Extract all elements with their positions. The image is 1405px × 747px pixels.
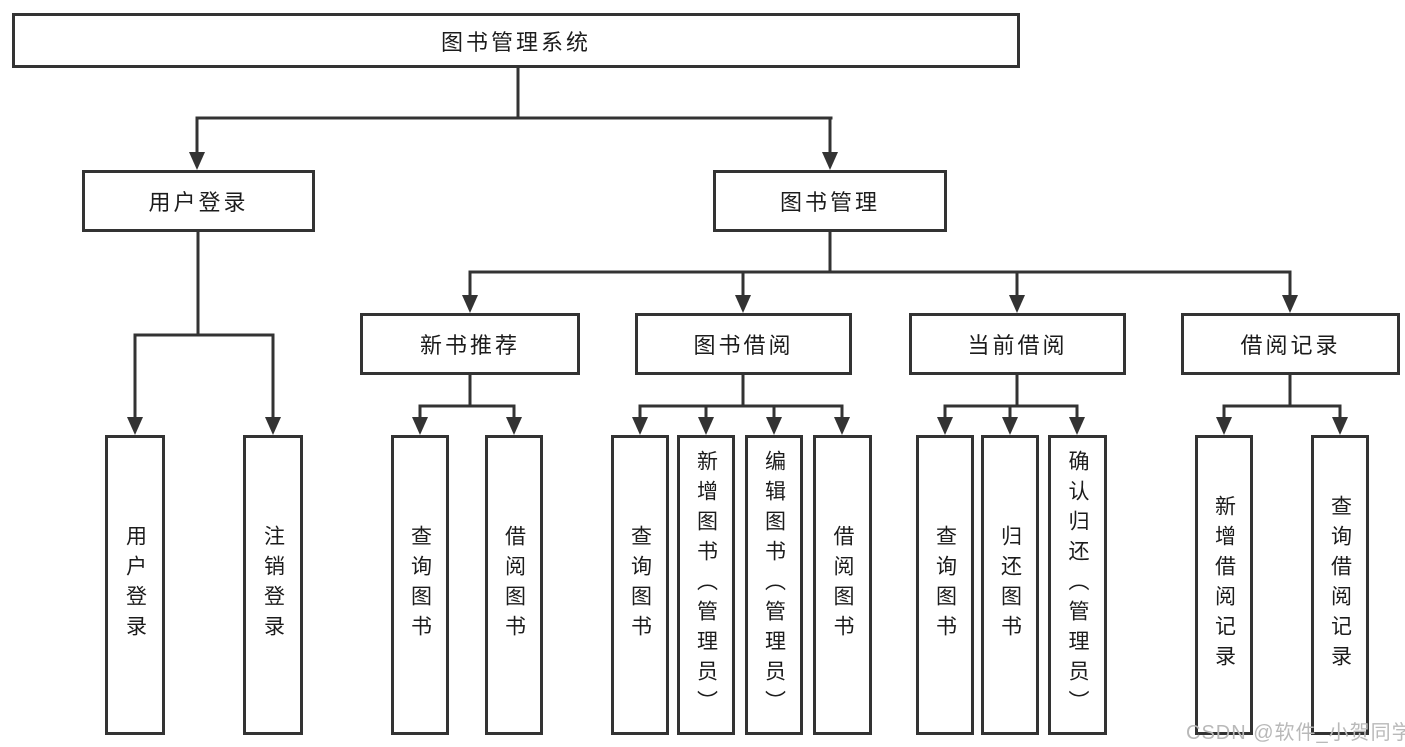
leaf-label: 注销登录 — [261, 525, 285, 645]
node-label: 用户登录 — [148, 190, 249, 215]
leaf-label: 借阅图书 — [831, 525, 854, 645]
leaf-label: 归还图书 — [998, 525, 1022, 645]
leaf-query-book-recommend: 查询图书 — [391, 435, 449, 735]
leaf-label: 新增借阅记录 — [1212, 495, 1236, 675]
node-user-login: 用户登录 — [82, 170, 315, 232]
leaf-borrow-book-recommend: 借阅图书 — [485, 435, 543, 735]
leaf-borrow-book: 借阅图书 — [813, 435, 872, 735]
leaf-label: 查询图书 — [408, 525, 432, 645]
node-label: 图书管理系统 — [440, 29, 591, 55]
node-book-borrow: 图书借阅 — [635, 313, 852, 375]
node-label: 新书推荐 — [419, 333, 520, 358]
leaf-confirm-return-admin: 确认归还（管理员） — [1048, 435, 1107, 735]
node-label: 图书管理 — [779, 190, 880, 215]
node-label: 图书借阅 — [693, 333, 794, 358]
leaf-label: 确认归还（管理员） — [1066, 450, 1089, 720]
leaf-return-book: 归还图书 — [981, 435, 1039, 735]
node-book-management: 图书管理 — [713, 170, 947, 232]
leaf-query-book-borrow: 查询图书 — [611, 435, 669, 735]
node-library-management-system: 图书管理系统 — [12, 13, 1020, 68]
leaf-label: 查询图书 — [628, 525, 652, 645]
leaf-edit-book-admin: 编辑图书（管理员） — [745, 435, 803, 735]
leaf-label: 编辑图书（管理员） — [762, 450, 786, 720]
node-current-borrow: 当前借阅 — [909, 313, 1126, 375]
leaf-label: 用户登录 — [123, 525, 147, 645]
leaf-add-book-admin: 新增图书（管理员） — [677, 435, 735, 735]
leaf-add-borrow-record: 新增借阅记录 — [1195, 435, 1253, 735]
leaf-logout: 注销登录 — [243, 435, 303, 735]
leaf-query-borrow-record: 查询借阅记录 — [1311, 435, 1369, 735]
csdn-watermark: CSDN @软件_小贺同学 — [1186, 722, 1405, 744]
leaf-label: 新增图书（管理员） — [694, 450, 718, 720]
leaf-label: 查询图书 — [933, 525, 957, 645]
leaf-query-book-current: 查询图书 — [916, 435, 974, 735]
node-label: 当前借阅 — [967, 333, 1068, 358]
leaf-label: 查询借阅记录 — [1328, 495, 1352, 675]
node-label: 借阅记录 — [1240, 333, 1341, 358]
node-borrow-records: 借阅记录 — [1181, 313, 1400, 375]
leaf-label: 借阅图书 — [502, 525, 526, 645]
node-new-book-recommend: 新书推荐 — [360, 313, 580, 375]
leaf-user-login: 用户登录 — [105, 435, 165, 735]
